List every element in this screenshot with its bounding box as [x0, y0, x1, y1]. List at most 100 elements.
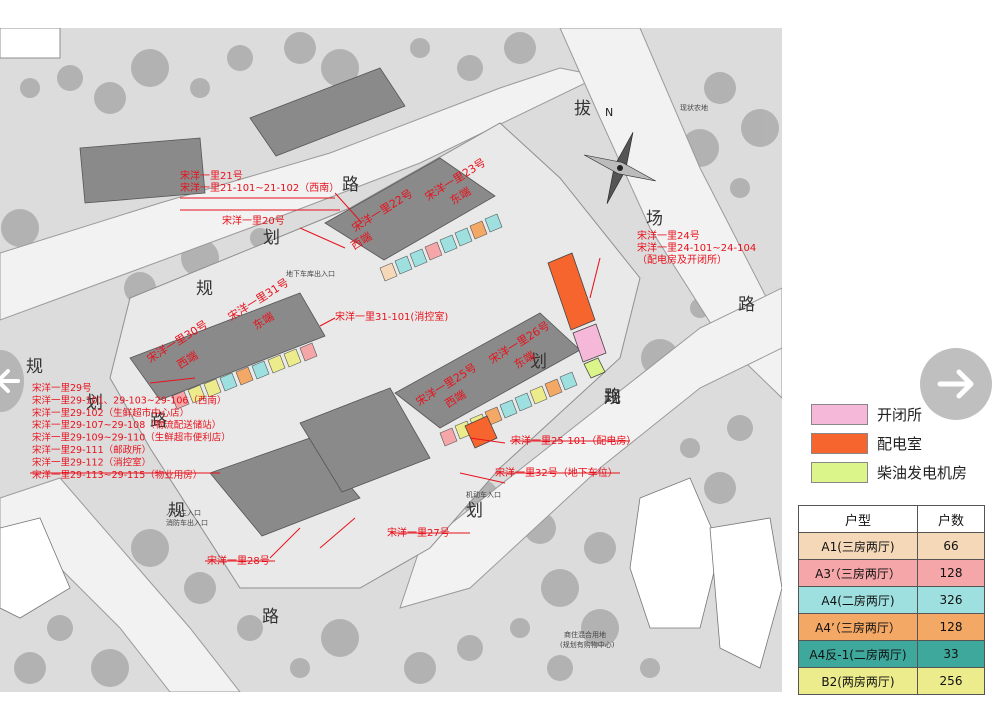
block-north-2	[249, 67, 406, 157]
road-name-char: 划	[86, 393, 103, 413]
tree	[547, 655, 573, 681]
unit-cell	[171, 390, 190, 410]
road-name-char: 场	[646, 209, 663, 229]
annotation-line: 宋洋一里29-107~29-108（物流配送储站）	[32, 419, 221, 431]
tree	[541, 569, 579, 607]
unit-cell	[394, 255, 413, 275]
legend-label: 开闭所	[877, 406, 923, 424]
annotation-line: 宋洋一里21号	[180, 169, 243, 182]
unit-cell	[529, 385, 548, 405]
leader-line	[469, 437, 506, 444]
annotation-line: 宋洋一里29号	[32, 382, 92, 394]
address-annotation: 宋洋一里27号	[387, 526, 450, 539]
tree	[237, 615, 263, 641]
table-row: A4’（三房两厅） 128	[798, 613, 985, 641]
block-south-2	[299, 387, 431, 493]
generator-room-24	[583, 357, 606, 379]
annotation-line: 宋洋一里29-113~29-115（物业用房）	[32, 469, 202, 481]
parcel-bottom-left	[0, 517, 71, 619]
unit-cell	[454, 227, 473, 247]
tree	[47, 615, 73, 641]
previous-arrow-button[interactable]	[0, 350, 24, 412]
leader-line	[459, 472, 506, 484]
road-name-char: 路	[604, 387, 621, 407]
header-unit-type: 户型	[798, 505, 918, 533]
table-row: A3’（三房两厅） 128	[798, 559, 985, 587]
header-unit-count: 户数	[917, 505, 985, 533]
compass-rose	[584, 132, 656, 204]
tree	[290, 658, 310, 678]
annotation-line: 宋洋一里24号	[637, 229, 700, 242]
map-small-label: 机动车入口	[466, 490, 501, 499]
unit-cell	[251, 360, 270, 380]
block-south	[209, 437, 361, 537]
road-name-char: 规	[604, 388, 621, 408]
tree	[457, 635, 483, 661]
leader-line	[269, 527, 301, 559]
legend-label: 柴油发电机房	[877, 464, 968, 482]
tree	[284, 32, 316, 64]
unit-type-cell: A4反-1(二房两厅)	[798, 640, 918, 668]
tree	[131, 529, 169, 567]
legend-swatch	[811, 433, 868, 454]
unit-cell	[203, 378, 222, 398]
table-row: A4(二房两厅) 326	[798, 586, 985, 614]
address-annotation: 宋洋一里29号宋洋一里29-101、29-103~29-106（西南）宋洋一里2…	[32, 382, 231, 481]
parcel-far-right	[709, 517, 782, 669]
residential-blocks	[79, 67, 581, 537]
adjacent-parcels	[0, 28, 782, 669]
tree	[20, 78, 40, 98]
road-name-char: 划	[466, 501, 483, 521]
unit-type-cell: A1(三房两厅)	[798, 532, 918, 560]
unit-cell	[469, 220, 488, 240]
unit-cell	[424, 241, 443, 261]
annotation-line: 宋洋一里29-111（邮政所）	[32, 444, 151, 456]
unit-cell	[514, 392, 533, 412]
annotation-line: 宋洋一里29-102（生鲜超市中心店）	[32, 407, 189, 419]
address-annotation: 宋洋一里20号	[222, 214, 285, 227]
leader-line	[149, 377, 196, 384]
small-labels: 地下车库出入口人行主入口消防车出入口机动车入口商住混合用地(规划有购物中心)现状…	[166, 103, 708, 649]
next-arrow-button[interactable]	[920, 348, 992, 420]
unit-count-cell: 326	[917, 586, 985, 614]
unit-count-cell: 128	[917, 559, 985, 587]
tree	[91, 649, 129, 687]
legend-label: 配电室	[877, 435, 923, 453]
road-name-char: 路	[262, 607, 279, 627]
legend-swatch	[811, 462, 868, 483]
annotation-line: 宋洋一里29-112（消控室）	[32, 456, 151, 468]
table-row: A4反-1(二房两厅) 33	[798, 640, 985, 668]
unit-cell	[283, 348, 302, 368]
tree	[457, 55, 483, 81]
tree	[131, 49, 169, 87]
unit-count-cell: 256	[917, 667, 985, 695]
unit-cell	[219, 372, 238, 392]
unit-cell	[379, 262, 398, 282]
leader-line	[334, 192, 363, 224]
tree	[94, 82, 126, 114]
unit-count-cell: 128	[917, 613, 985, 641]
unit-cell	[267, 354, 286, 374]
tree	[680, 438, 700, 458]
parcel-top-left	[0, 28, 61, 59]
roads	[0, 28, 782, 692]
block-west	[129, 292, 326, 401]
unit-cell	[544, 378, 563, 398]
unit-cell	[187, 384, 206, 404]
unit-cell	[484, 213, 503, 233]
tree	[640, 658, 660, 678]
annotation-line: 宋洋一里31-101(消控室)	[335, 310, 448, 323]
unit-type-cell: B2(两房两厅)	[798, 667, 918, 695]
compass-north-label: N	[605, 106, 613, 119]
tree	[410, 38, 430, 58]
unit-type-cell: A4’（三房两厅）	[798, 613, 918, 641]
annotation-line: （配电房及开闭所）	[637, 253, 727, 266]
unit-cell	[235, 366, 254, 386]
service-rooms	[464, 252, 607, 449]
tree	[704, 472, 736, 504]
table-row: A1(三房两厅) 66	[798, 532, 985, 560]
annotation-line: 宋洋一里29-101、29-103~29-106（西南）	[32, 394, 226, 406]
switch-room-24	[572, 323, 607, 363]
annotation-line: 宋洋一里27号	[387, 526, 450, 539]
